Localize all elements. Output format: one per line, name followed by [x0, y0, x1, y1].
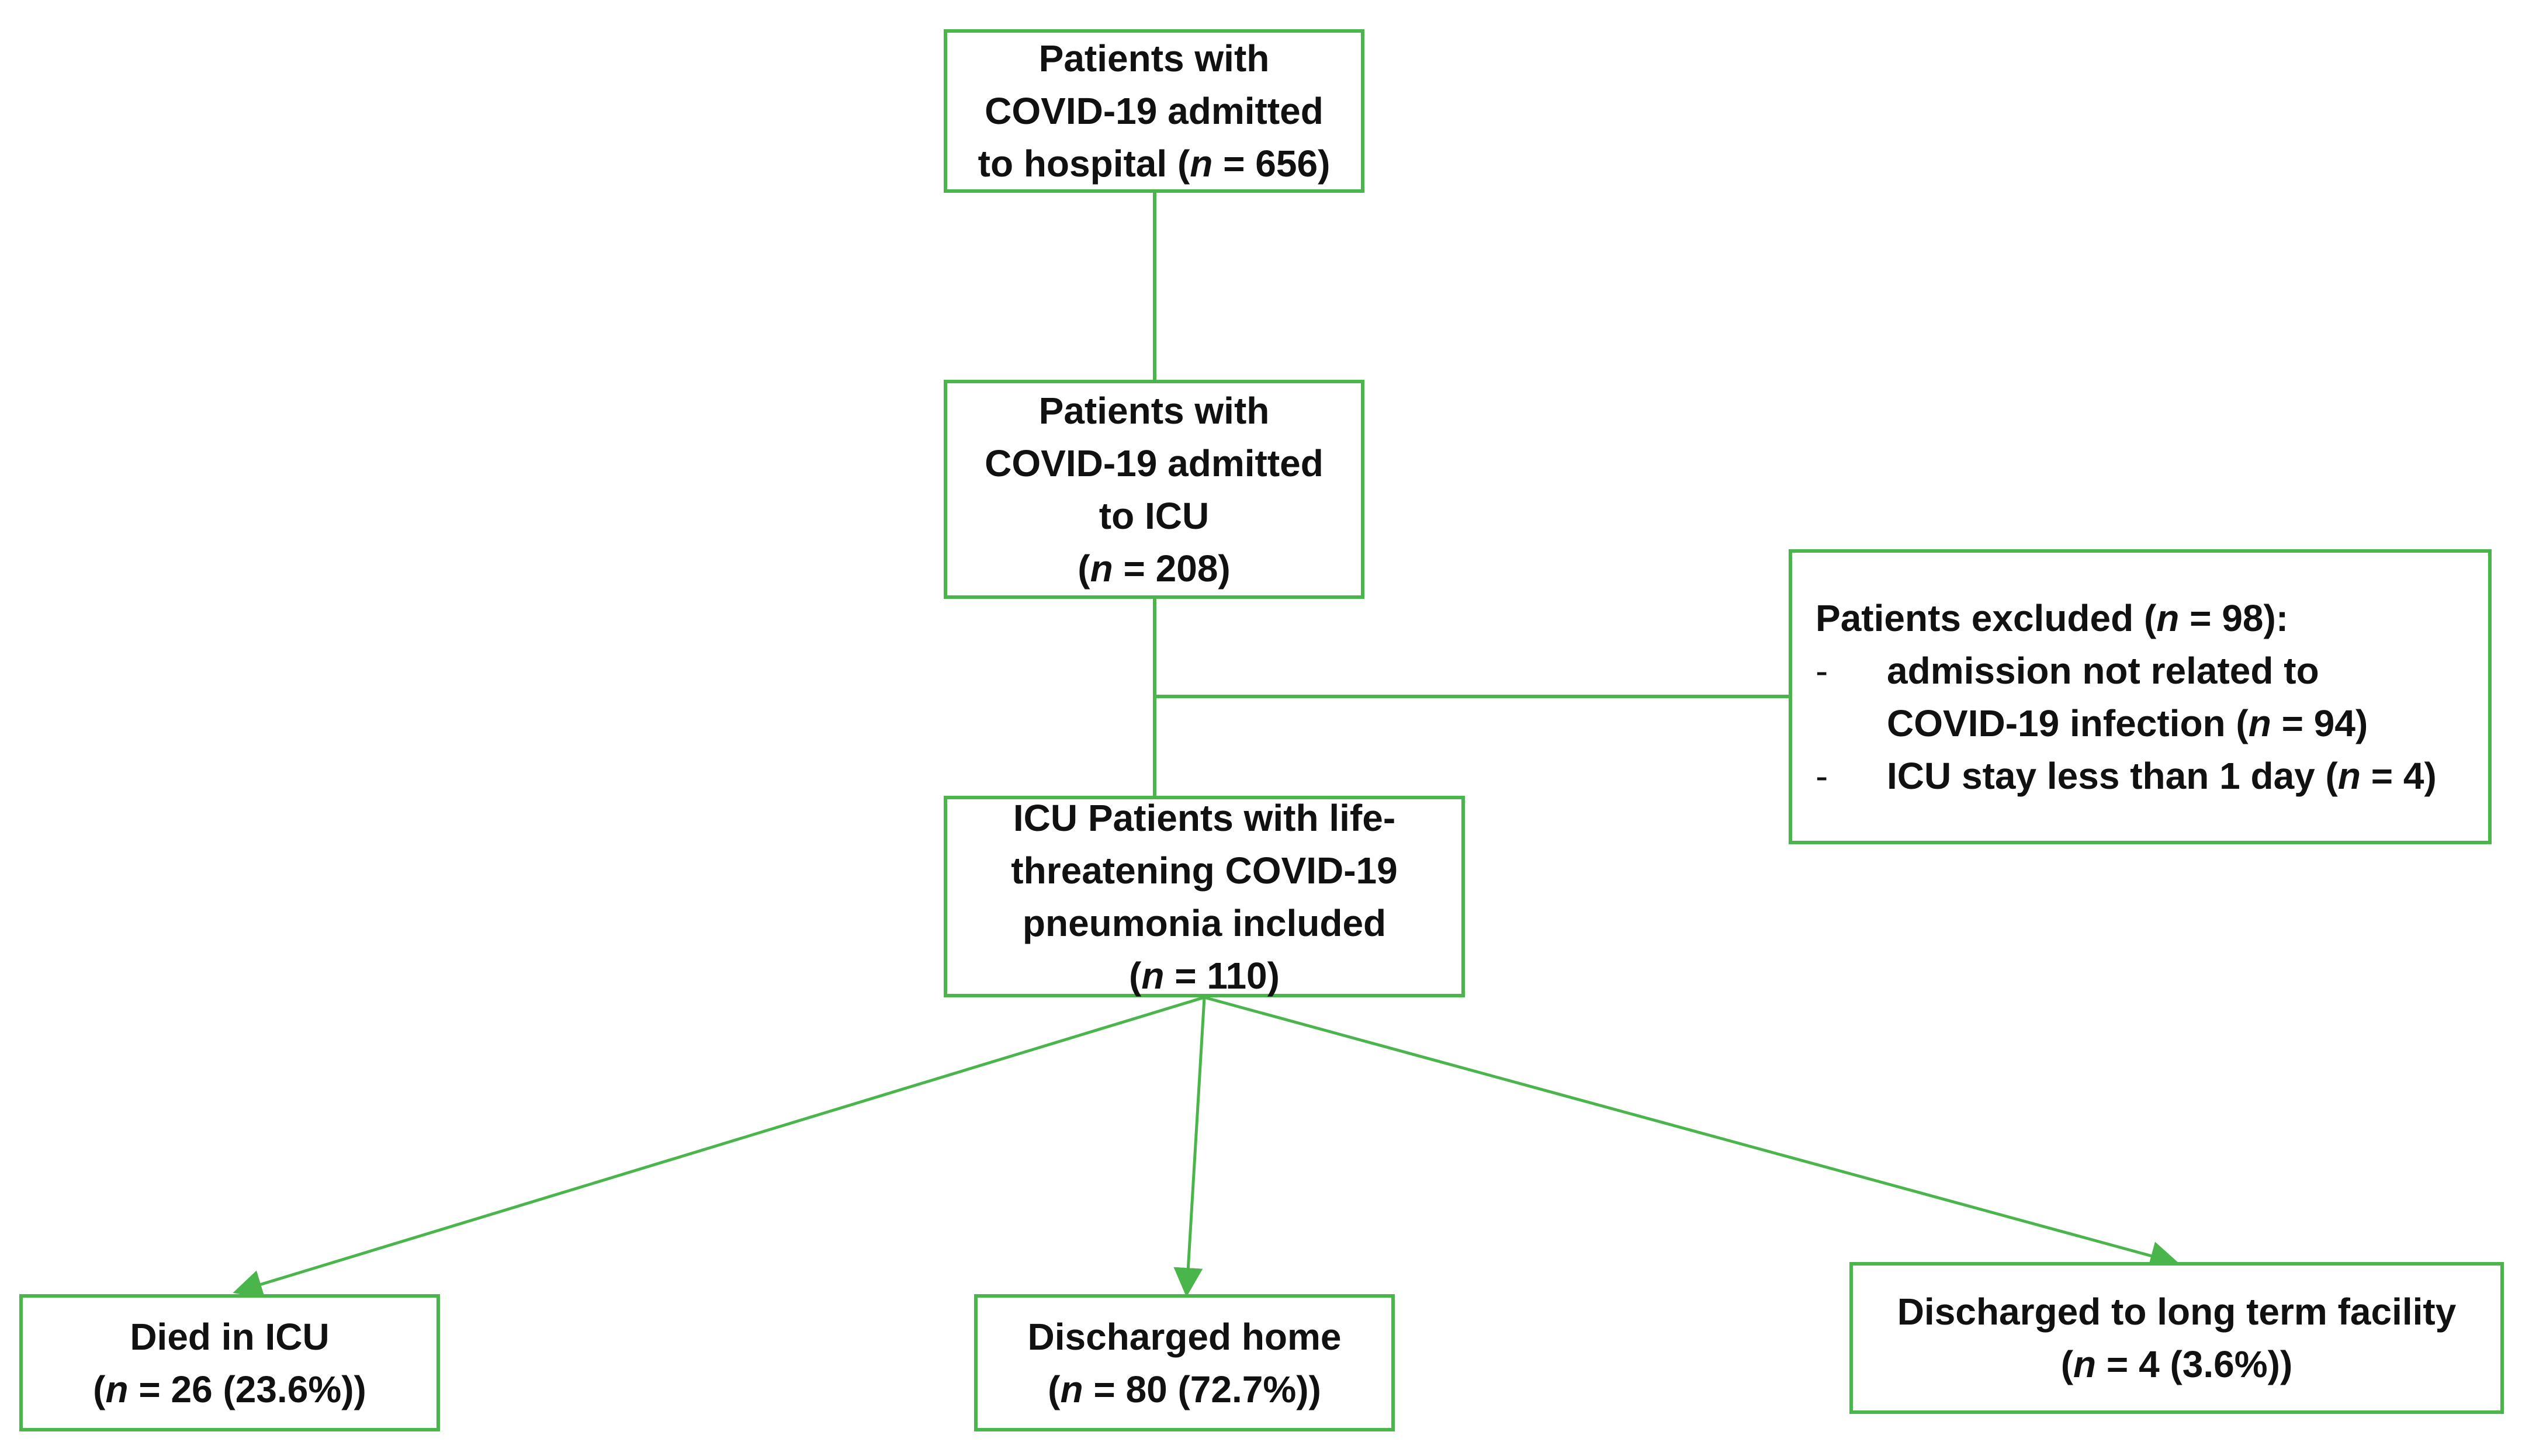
excluded-reason-1-n-symbol: n [2248, 702, 2271, 744]
included-line-3: pneumonia included [1022, 902, 1387, 944]
facility-n-value: = 4 (3.6%)) [2096, 1343, 2293, 1385]
icu-n-open: ( [1078, 547, 1090, 590]
excluded-title: Patients excluded (n = 98): [1816, 592, 2437, 644]
excluded-title-n-symbol: n [2156, 597, 2180, 639]
included-n-open: ( [1129, 954, 1142, 997]
excluded-reason-1-line-2: COVID-19 infection (n = 94) [1887, 697, 2368, 750]
included-n-symbol: n [1141, 954, 1165, 997]
icu-count: (n = 208) [985, 542, 1324, 595]
facility-label: Discharged to long term facility [1897, 1291, 2457, 1333]
excluded-reason-1-suffix: = 94) [2271, 702, 2368, 744]
icu-n-value: = 208) [1113, 547, 1231, 590]
hospital-n-value: = 656) [1212, 143, 1331, 185]
icu-line-3: to ICU [1099, 494, 1210, 537]
excluded-reason-2: - ICU stay less than 1 day (n = 4) [1816, 750, 2437, 802]
home-n-value: = 80 (72.7%)) [1083, 1368, 1321, 1410]
facility-count: (n = 4 (3.6%)) [1897, 1338, 2457, 1391]
box-discharged-home: Discharged home (n = 80 (72.7%)) [974, 1294, 1395, 1431]
home-label: Discharged home [1027, 1315, 1342, 1358]
arrow-to-facility [1204, 996, 2180, 1270]
arrow-to-died [233, 996, 1205, 1299]
box-died-in-icu: Died in ICU (n = 26 (23.6%)) [19, 1294, 440, 1431]
excluded-reason-1-prefix: COVID-19 infection ( [1887, 702, 2249, 744]
died-label: Died in ICU [130, 1315, 330, 1358]
included-line-2: threatening COVID-19 [1011, 849, 1398, 892]
excluded-reason-2-suffix: = 4) [2360, 754, 2437, 797]
facility-n-symbol: n [2073, 1343, 2097, 1385]
excluded-reason-1-text: admission not related to COVID-19 infect… [1887, 644, 2368, 750]
arrow-to-home [1173, 997, 1206, 1297]
facility-n-open: ( [2060, 1343, 2074, 1385]
home-n-symbol: n [1060, 1368, 1083, 1410]
hospital-line-1: Patients with [1038, 37, 1270, 79]
hospital-line-3-text: to hospital ( [978, 143, 1190, 185]
icu-line-2: COVID-19 admitted [985, 442, 1324, 484]
included-line-1: ICU Patients with life- [1013, 796, 1396, 839]
excluded-reason-2-n-symbol: n [2337, 754, 2361, 797]
hospital-line-3: to hospital (n = 656) [978, 137, 1331, 190]
box-included-patients: ICU Patients with life- threatening COVI… [944, 796, 1465, 997]
died-n-value: = 26 (23.6%)) [128, 1368, 366, 1410]
excluded-title-prefix: Patients excluded ( [1816, 597, 2157, 639]
bullet-dash-1: - [1816, 649, 1828, 692]
home-count: (n = 80 (72.7%)) [1027, 1363, 1341, 1416]
box-icu-admissions: Patients with COVID-19 admitted to ICU (… [944, 380, 1364, 599]
icu-line-1: Patients with [1038, 389, 1270, 432]
included-n-value: = 110) [1164, 954, 1280, 997]
hospital-n-symbol: n [1190, 143, 1213, 185]
excluded-reason-1-line-1: admission not related to [1887, 649, 2319, 692]
died-n-symbol: n [105, 1368, 129, 1410]
box-hospital-admissions: Patients with COVID-19 admitted to hospi… [944, 29, 1364, 193]
died-n-open: ( [93, 1368, 106, 1410]
box-excluded-patients: Patients excluded (n = 98): - admission … [1789, 549, 2492, 844]
died-count: (n = 26 (23.6%)) [93, 1363, 366, 1416]
excluded-title-suffix: = 98): [2179, 597, 2289, 639]
icu-n-symbol: n [1090, 547, 1113, 590]
excluded-reason-1: - admission not related to COVID-19 infe… [1816, 644, 2437, 750]
excluded-reason-2-prefix: ICU stay less than 1 day ( [1887, 754, 2338, 797]
bullet-dash-2: - [1816, 754, 1828, 797]
hospital-line-2: COVID-19 admitted [985, 90, 1324, 132]
box-discharged-long-term-facility: Discharged to long term facility (n = 4 … [1849, 1262, 2504, 1414]
included-count: (n = 110) [1011, 949, 1397, 1002]
excluded-reason-2-text: ICU stay less than 1 day (n = 4) [1887, 750, 2437, 802]
home-n-open: ( [1048, 1368, 1061, 1410]
